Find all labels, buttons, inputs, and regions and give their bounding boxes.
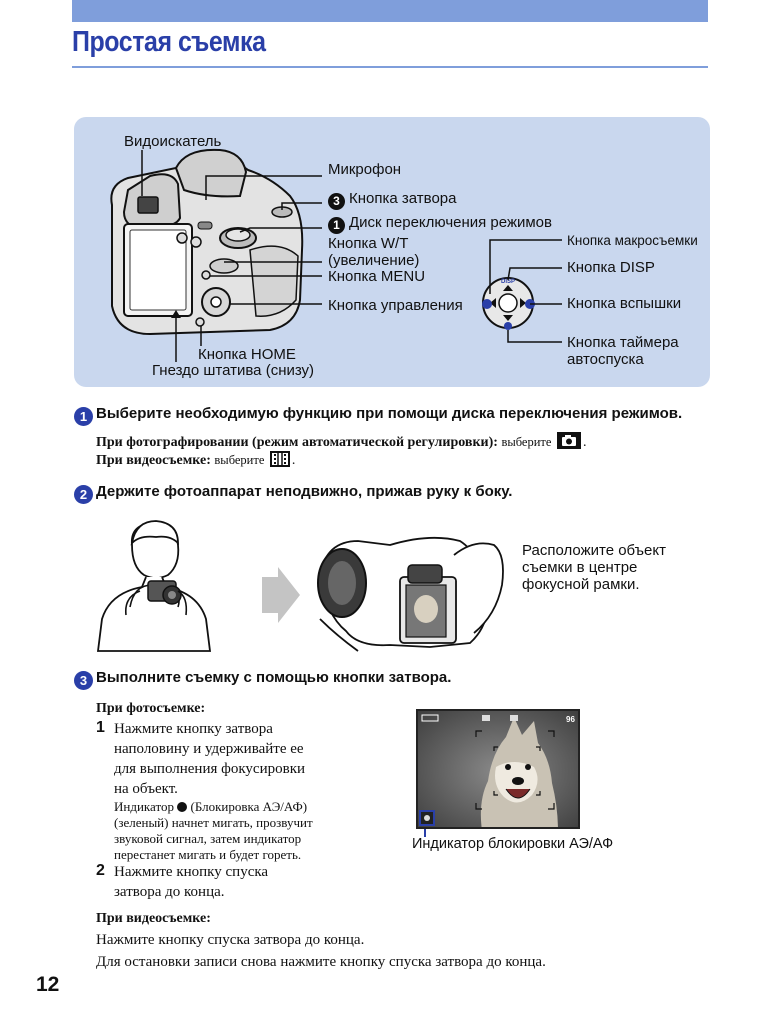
disp-mark: DISP bbox=[501, 279, 515, 285]
label-tripod-socket: Гнездо штатива (снизу) bbox=[152, 362, 315, 379]
label-home-button: Кнопка HOME bbox=[198, 346, 296, 363]
holding-camera-illustration bbox=[96, 520, 504, 652]
note-line1-a: Индикатор bbox=[114, 799, 174, 814]
step2-number-badge: 2 bbox=[74, 485, 93, 504]
step1-video-bold: При видеосъемке: bbox=[96, 453, 211, 468]
note-line1-b: (Блокировка АЭ/АФ) bbox=[190, 799, 308, 814]
item2-line1: Нажмите кнопку спуска bbox=[114, 864, 269, 880]
label-flash-button: Кнопка вспышки bbox=[567, 295, 682, 312]
item1-number: 1 bbox=[96, 719, 105, 736]
note-line2: (зеленый) начнет мигать, прозвучит bbox=[114, 815, 313, 830]
video-line1: Нажмите кнопку спуска затвора до конца. bbox=[96, 932, 365, 948]
mode-dial-label-text: Диск переключения режимов bbox=[349, 214, 552, 231]
label-control-button: Кнопка управления bbox=[328, 297, 463, 314]
label-timer-line1: Кнопка таймера bbox=[567, 334, 679, 351]
shutter-number-badge: 3 bbox=[328, 193, 345, 210]
label-wt-line1: Кнопка W/T bbox=[328, 235, 409, 252]
step2-heading-text: Держите фотоаппарат неподвижно, прижав р… bbox=[96, 483, 513, 500]
video-line2: Для остановки записи снова нажмите кнопк… bbox=[96, 954, 546, 970]
lcd-preview: 96 bbox=[416, 709, 580, 829]
header-bar bbox=[72, 0, 708, 22]
video-section-title: При видеосъемке: bbox=[96, 911, 211, 926]
step1-video-rest: выберите bbox=[214, 453, 265, 467]
shutter-label-text: Кнопка затвора bbox=[349, 190, 457, 207]
step3-number-badge: 3 bbox=[74, 671, 93, 690]
page-number: 12 bbox=[36, 973, 60, 996]
step2-caption-line2: съемки в центре bbox=[522, 559, 638, 576]
mode-dial-number-badge: 1 bbox=[328, 217, 345, 234]
step1-photo-bold: При фотографировании (режим автоматическ… bbox=[96, 435, 498, 450]
item2-line2: затвора до конца. bbox=[114, 884, 225, 900]
item1-line1: Нажмите кнопку затвора bbox=[114, 721, 273, 737]
camera-diagram-illustration: DISP bbox=[110, 148, 562, 362]
item2-number: 2 bbox=[96, 862, 105, 879]
note-line4: перестанет мигать и будет гореть. bbox=[114, 847, 302, 862]
step1-photo-rest: выберите bbox=[501, 435, 552, 449]
photo-section-title: При фотосъемке: bbox=[96, 701, 206, 716]
camera-mode-icon bbox=[556, 432, 581, 449]
page-title: Простая съемка bbox=[72, 26, 266, 58]
label-menu-button: Кнопка MENU bbox=[328, 268, 426, 285]
lcd-shot-count: 96 bbox=[566, 715, 575, 724]
dog-photo-illustration: 96 bbox=[418, 711, 578, 827]
label-macro-button: Кнопка макросъемки bbox=[567, 233, 698, 248]
label-disp-button: Кнопка DISP bbox=[567, 259, 655, 276]
item1-line2: наполовину и удерживайте ее bbox=[114, 741, 304, 757]
ae-af-indicator-label: Индикатор блокировки АЭ/АФ bbox=[412, 836, 614, 852]
label-wt-line2: (увеличение) bbox=[328, 252, 420, 269]
label-microphone: Микрофон bbox=[328, 161, 402, 178]
step1-photo-line: При фотографировании (режим автоматическ… bbox=[96, 432, 586, 451]
step3-heading-text: Выполните съемку с помощью кнопки затвор… bbox=[96, 669, 452, 686]
step1-number-badge: 1 bbox=[74, 407, 93, 426]
title-divider bbox=[72, 66, 708, 68]
label-timer-line2: автоспуска bbox=[567, 351, 644, 368]
ae-af-lock-dot-icon bbox=[177, 802, 188, 812]
step2-caption-line1: Расположите объект bbox=[522, 542, 666, 559]
movie-mode-icon bbox=[269, 451, 290, 467]
note-line3: звуковой сигнал, затем индикатор bbox=[114, 831, 302, 846]
label-viewfinder: Видоискатель bbox=[124, 133, 222, 150]
item1-line3: для выполнения фокусировки bbox=[114, 761, 306, 777]
step1-video-line: При видеосъемке: выберите . bbox=[96, 451, 296, 468]
ae-af-callout-line bbox=[424, 829, 426, 837]
item1-line4: на объект. bbox=[114, 781, 178, 797]
step1-heading-text: Выберите необходимую функцию при помощи … bbox=[96, 405, 683, 422]
note-line1: Индикатор (Блокировка АЭ/АФ) bbox=[114, 799, 307, 815]
step2-caption-line3: фокусной рамки. bbox=[522, 576, 640, 593]
